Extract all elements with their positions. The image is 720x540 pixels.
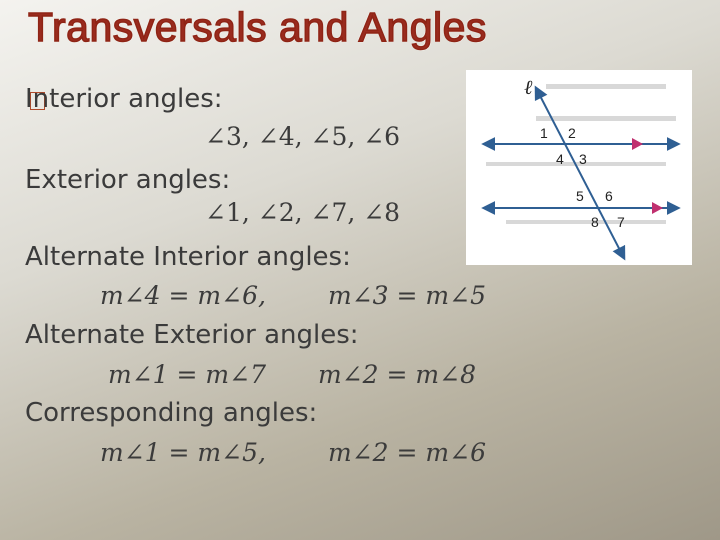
interior-angles-list: ∠3, ∠4, ∠5, ∠6 [205,122,401,151]
corresponding-equation-1: m∠1 = m∠5, [100,438,266,467]
eq-left: m∠2 [318,360,379,389]
figure-background [466,70,692,265]
equals-sign: = [168,281,190,310]
transversal-diagram: ℓ 1 2 4 3 5 6 8 7 [466,70,692,265]
eq-right: m∠7 [205,360,266,389]
eq-right: m∠5, [197,438,266,467]
angle-label-6: 6 [605,188,613,204]
alt-exterior-equation-2: m∠2 = m∠8 [318,360,476,389]
equals-sign: = [396,281,418,310]
eq-left: m∠4 [100,281,161,310]
parallel-mark-bottom [652,202,663,214]
parallel-mark-top [632,138,643,150]
angle-label-3: 3 [579,151,587,167]
eq-left: m∠1 [108,360,169,389]
eq-right: m∠6 [425,438,486,467]
alt-interior-equation-1: m∠4 = m∠6, [100,281,266,310]
angle-label-8: 8 [591,214,599,230]
exterior-angles-heading: Exterior angles: [25,165,231,195]
equals-sign: = [168,438,190,467]
alternate-exterior-heading: Alternate Exterior angles: [25,320,359,350]
angle-label-4: 4 [556,151,564,167]
slide-title: Transversals and Angles [27,3,487,50]
angle-label-7: 7 [617,214,625,230]
transversal-line [534,85,626,261]
equals-sign: = [176,360,198,389]
alternate-interior-heading: Alternate Interior angles: [25,242,351,272]
exterior-angles-list: ∠1, ∠2, ∠7, ∠8 [205,198,401,227]
angle-label-5: 5 [576,188,584,204]
eq-right: m∠6, [197,281,266,310]
eq-right: m∠8 [415,360,476,389]
alt-exterior-equation-1: m∠1 = m∠7 [108,360,266,389]
angle-label-1: 1 [540,125,548,141]
eq-left: m∠3 [328,281,389,310]
equals-sign: = [396,438,418,467]
alt-interior-equation-2: m∠3 = m∠5 [328,281,486,310]
corresponding-heading: Corresponding angles: [25,398,318,428]
equals-sign: = [386,360,408,389]
eq-left: m∠1 [100,438,161,467]
eq-left: m∠2 [328,438,389,467]
corresponding-equation-2: m∠2 = m∠6 [328,438,486,467]
square-bullet-icon [30,92,45,110]
interior-angles-heading: Interior angles: [25,84,223,114]
transversal-label: ℓ [524,75,533,99]
angle-label-2: 2 [568,125,576,141]
eq-right: m∠5 [425,281,486,310]
